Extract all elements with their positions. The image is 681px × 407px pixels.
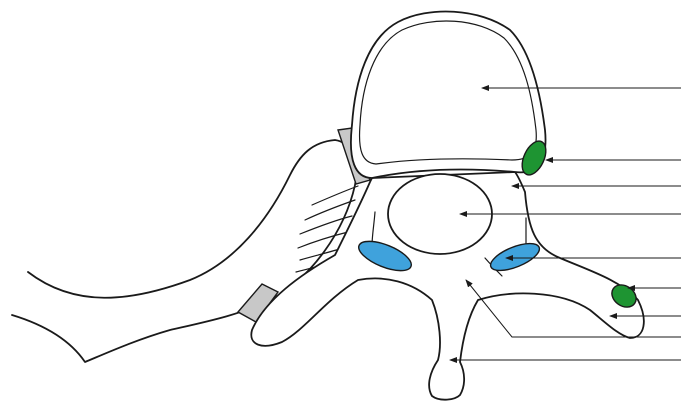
rib-shape — [12, 140, 356, 362]
vertebral-body — [351, 12, 546, 178]
